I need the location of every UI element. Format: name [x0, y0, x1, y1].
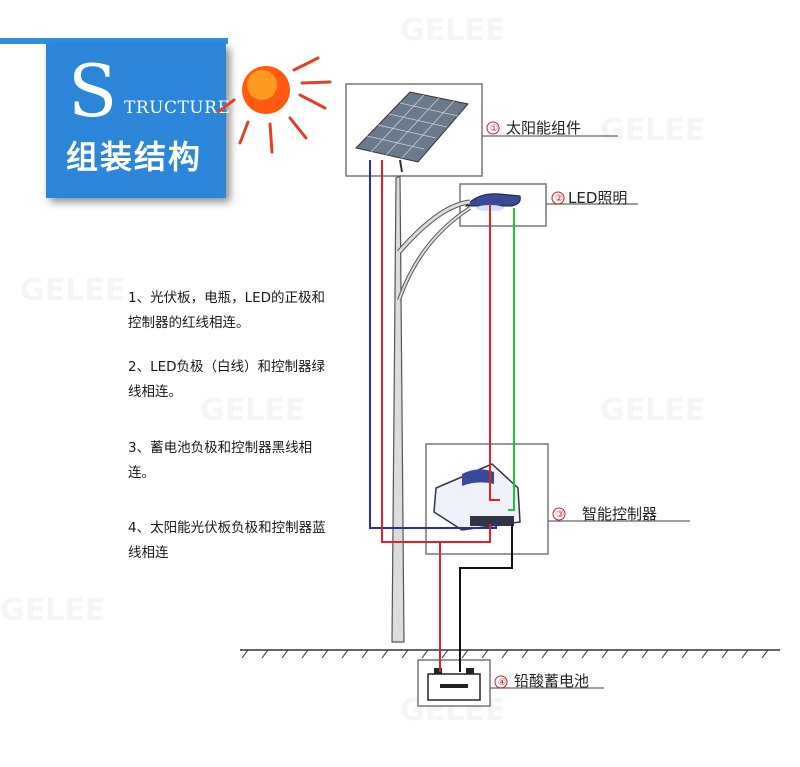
watermark: GELEE: [600, 113, 705, 148]
header-accent-bar: [0, 38, 228, 44]
component-label-1: ① 太阳能组件: [486, 119, 581, 137]
component-label: 铅酸蓄电池: [514, 672, 589, 690]
wire-red-lamp: [489, 204, 500, 501]
note-1: 1、光伏板，电瓶，LED的正极和控制器的红线相连。: [128, 290, 326, 331]
component-number: ④: [498, 678, 506, 688]
watermark: GELEE: [20, 273, 125, 308]
wire-green: [508, 208, 515, 511]
component-number: ③: [556, 510, 564, 520]
note-3: 3、蓄电池负极和控制器黑线相连。: [128, 440, 313, 481]
controller-icon: [433, 463, 521, 531]
note-4: 4、太阳能光伏板负极和控制器蓝线相连: [128, 520, 326, 561]
ground-line: [240, 649, 780, 659]
watermark: GELEE: [600, 393, 705, 428]
component-label-4: ④ 铅酸蓄电池: [494, 672, 589, 690]
badge-title: 组装结构: [66, 138, 203, 176]
leader-lines: [482, 135, 690, 689]
component-number: ①: [490, 124, 498, 134]
solar-panel-icon: [355, 91, 469, 173]
wires: [369, 160, 515, 672]
component-label: 智能控制器: [582, 505, 657, 523]
badge-letter: S: [68, 49, 118, 133]
watermark: GELEE: [200, 393, 305, 428]
watermark: GELEE: [0, 593, 105, 628]
wire-black: [459, 524, 513, 672]
street-light-pole: [391, 175, 472, 643]
wire-blue: [369, 160, 497, 529]
badge-subtitle: TRUCTURE: [124, 98, 231, 118]
watermark: GELEE: [400, 13, 505, 48]
sun-icon: [216, 56, 332, 154]
note-2: 2、LED负极（白线）和控制器绿线相连。: [128, 359, 326, 400]
component-label: LED照明: [568, 189, 627, 207]
component-label-3: ③ 智能控制器: [552, 505, 657, 523]
component-label: 太阳能组件: [506, 119, 581, 137]
wire-red-panel: [381, 160, 491, 543]
structure-badge: S TRUCTURE 组装结构: [46, 44, 230, 198]
battery-icon: [427, 668, 481, 701]
component-number: ②: [555, 194, 563, 204]
component-label-2: ② LED照明: [551, 189, 627, 207]
